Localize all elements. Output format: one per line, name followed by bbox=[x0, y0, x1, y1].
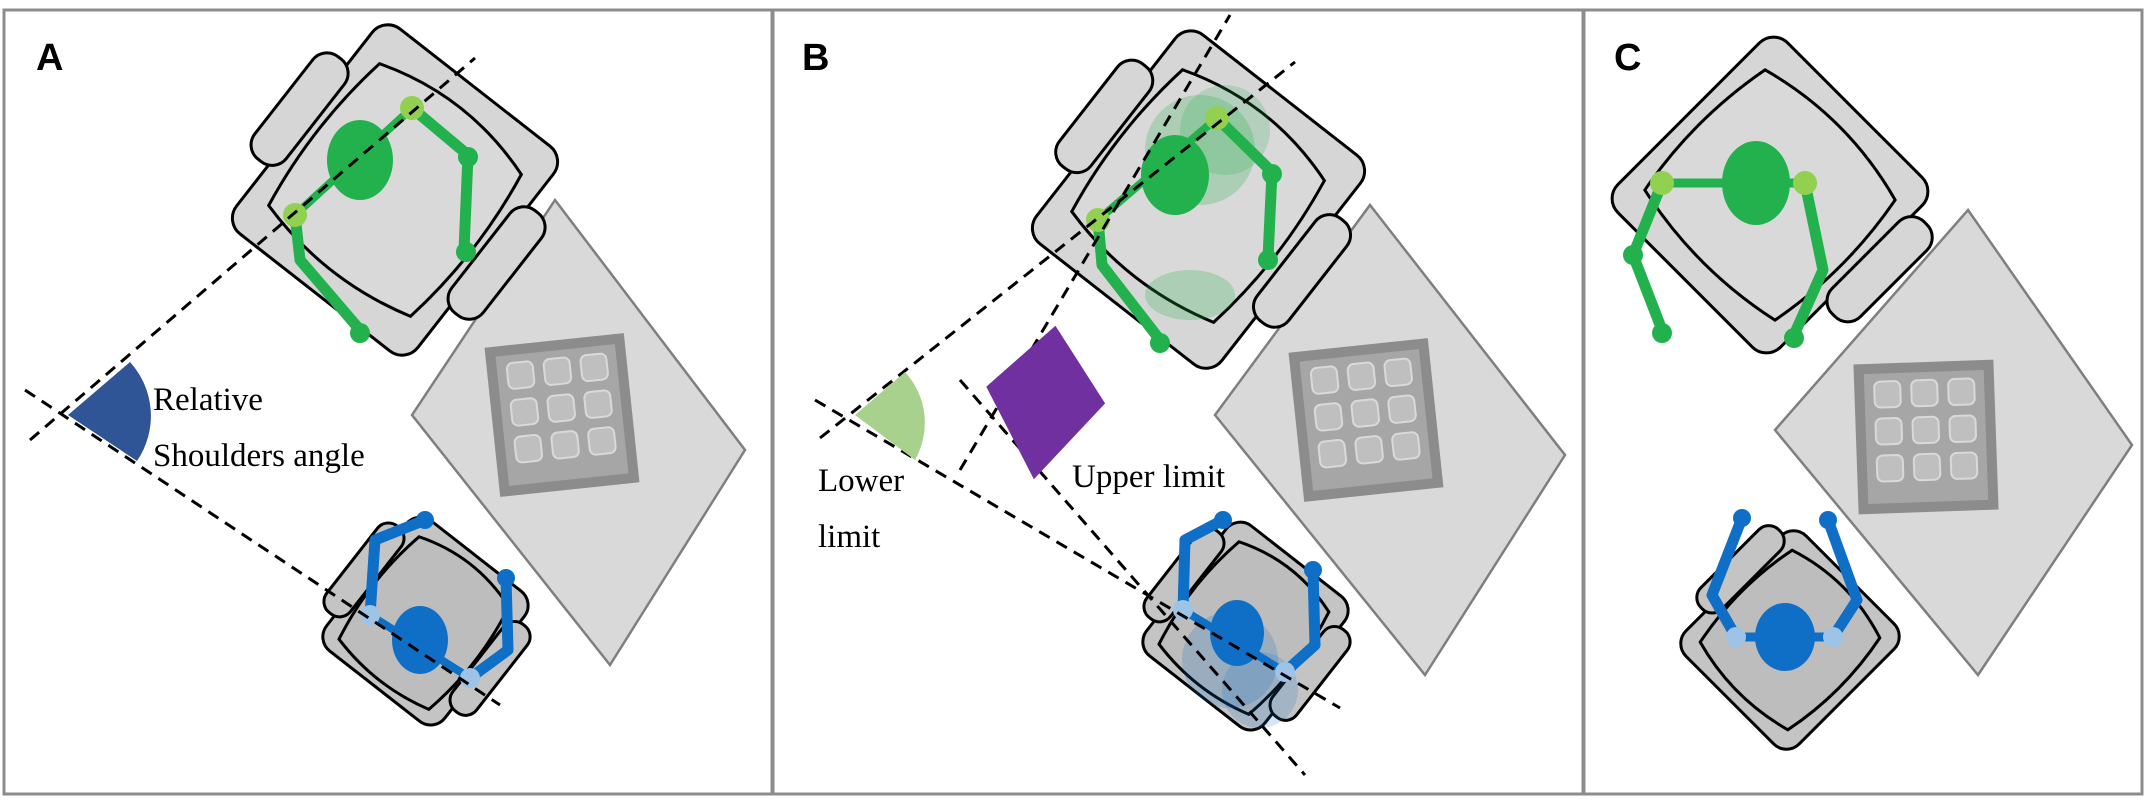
panel-b-line-1 bbox=[819, 60, 1296, 440]
angle-wedge bbox=[68, 362, 151, 461]
panel-a-table bbox=[410, 197, 747, 668]
panel-a-green-shoulder-line bbox=[29, 56, 476, 442]
lower-limit-wedge bbox=[855, 372, 925, 460]
lower-label: Lower bbox=[818, 463, 904, 499]
panel-b-blue-person bbox=[1173, 511, 1322, 728]
upper-limit-diamond bbox=[986, 325, 1106, 480]
panel-c-green-person bbox=[1623, 141, 1829, 348]
panel-c-blue-person bbox=[1706, 509, 1863, 671]
panel-a: A bbox=[2, 8, 774, 796]
panel-a-blue-person bbox=[360, 511, 515, 688]
panel-b-letter: B bbox=[802, 37, 829, 79]
limit-label: limit bbox=[818, 519, 880, 555]
relative-label: Relative bbox=[153, 382, 263, 418]
panel-b-green-person bbox=[1086, 85, 1282, 353]
panel-b: B bbox=[771, 8, 1585, 796]
shoulders-angle-label: Shoulders angle bbox=[153, 438, 365, 474]
panel-c-table bbox=[1773, 207, 2134, 678]
panel-a-letter: A bbox=[36, 37, 63, 79]
upper-limit-label: Upper limit bbox=[1072, 459, 1225, 495]
panel-a-green-person bbox=[283, 96, 478, 343]
panel-c: C bbox=[1582, 8, 2144, 796]
panel-c-letter: C bbox=[1614, 37, 1641, 79]
panel-b-line-3 bbox=[814, 398, 1341, 710]
panel-b-table bbox=[1213, 202, 1567, 678]
panel-a-blue-shoulder-line bbox=[24, 388, 501, 707]
